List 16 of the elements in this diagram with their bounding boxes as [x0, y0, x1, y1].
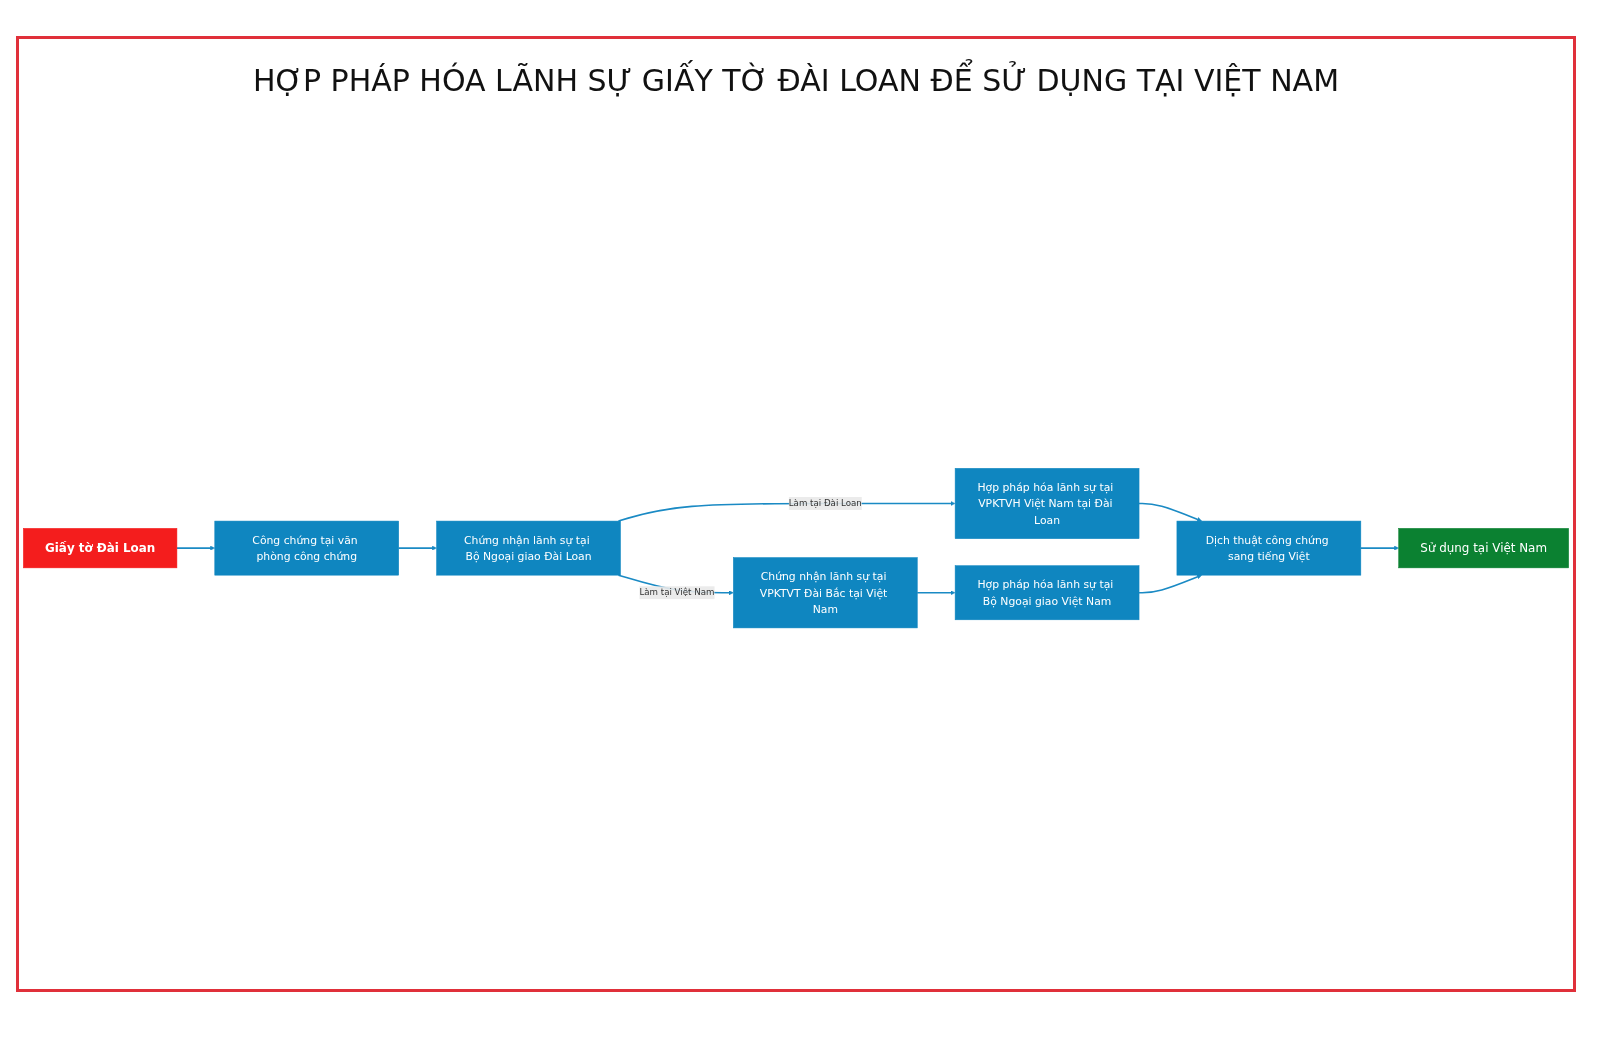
edge-label: Làm tại Việt Nam: [639, 587, 715, 598]
edge-label: Làm tại Đài Loan: [788, 498, 862, 509]
node-box: Công chứng tại văn phòng công chứng: [214, 521, 399, 576]
node-box: Chứng nhận lãnh sự tại VPKTVT Đài Bắc tại Việt Nam: [733, 557, 918, 629]
arrow: [916, 590, 956, 596]
node-box: Giấy tờ Đài Loan: [23, 528, 178, 569]
node-box: Hợp pháp hóa lãnh sự tại Bộ Ngoại giao Việt Nam: [954, 565, 1140, 621]
node-box: Dịch thuật công chứng sang tiếng Việt: [1176, 521, 1362, 576]
arrow: [1138, 574, 1202, 594]
node-box: Hợp pháp hóa lãnh sự tại VPKTVH Việt Nam tại Đài Loan: [954, 468, 1140, 540]
arrow: [1138, 503, 1202, 523]
arrow: [176, 546, 215, 551]
node-box: Sử dụng tại Việt Nam: [1398, 528, 1569, 569]
node-box: Chứng nhận lãnh sự tại Bộ Ngoại giao Đài Loan: [436, 521, 621, 576]
arrow: [1360, 546, 1399, 551]
arrow: [397, 546, 437, 551]
